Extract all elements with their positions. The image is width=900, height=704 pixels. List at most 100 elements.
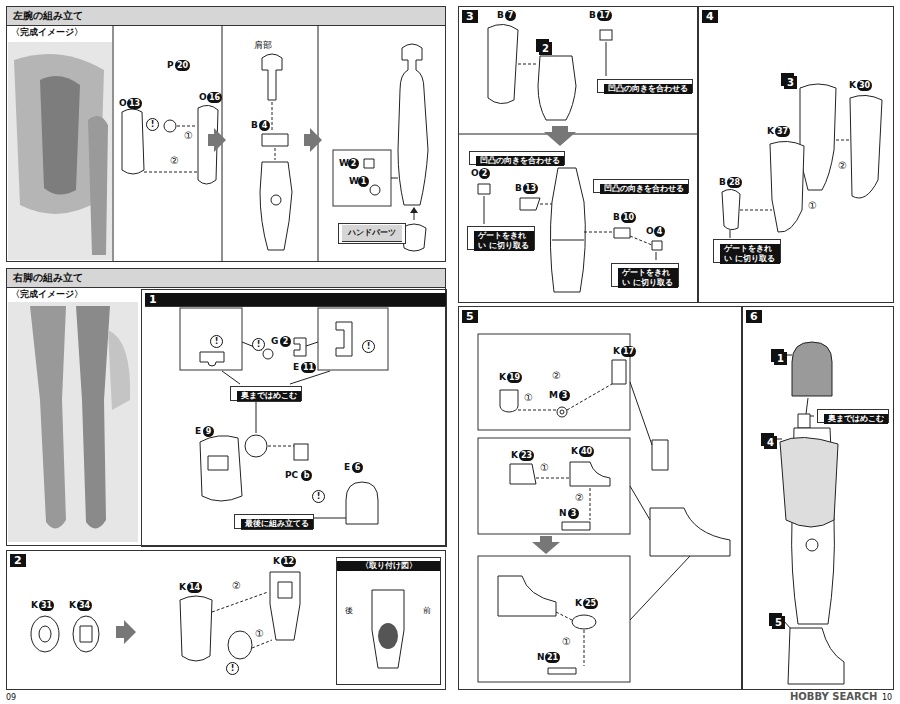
part-number: 13 [127, 98, 142, 109]
step-panel: 32凹凸の向きを合わせる凹凸の向きを合わせる凹凸の向きを合わせるゲートをきれい … [458, 6, 698, 303]
note-text: ハンドパーツ [342, 225, 402, 242]
part-drawing [730, 230, 731, 238]
part-number: 40 [579, 446, 594, 457]
section-heading: 左腕の組み立て [7, 7, 445, 26]
step-number: 6 [746, 310, 762, 323]
part-drawing [272, 102, 275, 160]
part-drawing [39, 626, 51, 642]
part-letter: K [612, 346, 621, 357]
step-order: ② [232, 580, 241, 591]
page-number: 10 [882, 693, 892, 703]
part-drawing [498, 576, 556, 616]
part-drawing [806, 539, 818, 551]
part-drawing [336, 322, 352, 356]
part-drawing [850, 95, 882, 198]
subassembly-number: 2 [539, 42, 552, 55]
part-drawing [478, 556, 630, 682]
note-box: 凹凸の向きを合わせる [593, 179, 689, 193]
subassembly-number: 1 [774, 352, 787, 365]
step-order: ① [255, 628, 264, 639]
part-letter: E [292, 362, 300, 373]
part-drawing [294, 444, 308, 460]
note-text: 凹凸の向きを合わせる [476, 156, 564, 166]
part-drawing [222, 371, 330, 433]
caution-mark: ! [146, 118, 159, 131]
subassembly-number: 4 [764, 436, 777, 449]
part-drawing [304, 128, 322, 152]
part-number: 37 [775, 126, 790, 137]
part-letter: E [194, 426, 202, 437]
part-drawing [788, 628, 844, 684]
part-letter: K [272, 556, 281, 567]
part-drawing [410, 207, 418, 213]
note-text: ゲートをきれい に切り取る [618, 268, 678, 288]
note-box: ハンドパーツ [338, 223, 406, 244]
step-order: ② [575, 492, 584, 503]
step-panel: 1奥まではめこむ最後に組み立てる [141, 289, 447, 547]
caution-mark: ! [312, 490, 325, 503]
section-panel: 左腕の組み立て〈完成イメージ〉ハンドパーツ [6, 6, 446, 262]
part-letter: M [548, 390, 559, 401]
step-order: ① [562, 636, 571, 647]
part-drawing [780, 437, 838, 527]
part-drawing [200, 352, 224, 366]
part-number: 16 [207, 92, 222, 103]
part-drawing [656, 252, 657, 260]
part-letter: K [510, 450, 519, 461]
note-box: ゲートをきれい に切り取る [611, 263, 679, 287]
part-drawing [346, 482, 378, 524]
part-drawing [30, 306, 66, 529]
step-panel: 5 [458, 306, 742, 690]
subassembly-ref: 3 [781, 73, 794, 86]
part-drawing [518, 64, 538, 65]
part-number: 14 [187, 582, 202, 593]
part-drawing [532, 536, 560, 554]
part-drawing [650, 508, 730, 556]
part-number: 19 [507, 372, 522, 383]
step-number: 3 [462, 10, 478, 23]
part-number: 6 [352, 462, 363, 473]
part-drawing [364, 159, 374, 168]
part-drawing [8, 302, 138, 542]
part-number: 2 [479, 168, 490, 179]
step-order: ② [552, 370, 561, 381]
part-drawing [144, 126, 198, 172]
part-number: 30 [857, 80, 872, 91]
note-text: 奥まではめこむ [824, 414, 888, 424]
part-letter: B [514, 183, 523, 194]
part-drawing [80, 626, 92, 642]
note-text: ゲートをきれい に切り取る [474, 231, 534, 251]
part-number: 3 [559, 390, 570, 401]
part-number: 20 [175, 60, 190, 71]
part-letter: E [343, 462, 351, 473]
direction-label: 後 [345, 606, 353, 616]
part-number: 17 [621, 346, 636, 357]
part-drawing [630, 382, 690, 620]
part-drawing [557, 407, 567, 417]
part-drawing [378, 623, 398, 649]
part-drawing [113, 24, 318, 262]
note-text: ゲートをきれい に切り取る [720, 244, 780, 264]
part-letter: G [270, 336, 279, 347]
step-order: ① [808, 200, 817, 211]
part-drawing [458, 134, 698, 135]
part-drawing [228, 631, 252, 659]
part-drawing [484, 196, 485, 224]
note-box: 凹凸の向きを合わせる [469, 151, 565, 165]
part-number: 4 [654, 226, 665, 237]
part-number: 2 [348, 158, 359, 169]
subassembly-ref: 2 [536, 39, 549, 52]
part-drawing [792, 342, 832, 396]
part-drawing [200, 436, 242, 501]
part-drawing [40, 76, 80, 195]
part-drawing [271, 195, 281, 205]
part-drawing [391, 178, 414, 220]
part-number: b [301, 470, 312, 481]
part-drawing [552, 240, 584, 241]
part-letter: N [558, 508, 568, 519]
part-number: 34 [77, 600, 92, 611]
part-drawing [270, 572, 300, 640]
part-number: 1 [358, 176, 369, 187]
part-number: 2 [280, 336, 291, 347]
note-box: ゲートをきれい に切り取る [713, 239, 781, 263]
